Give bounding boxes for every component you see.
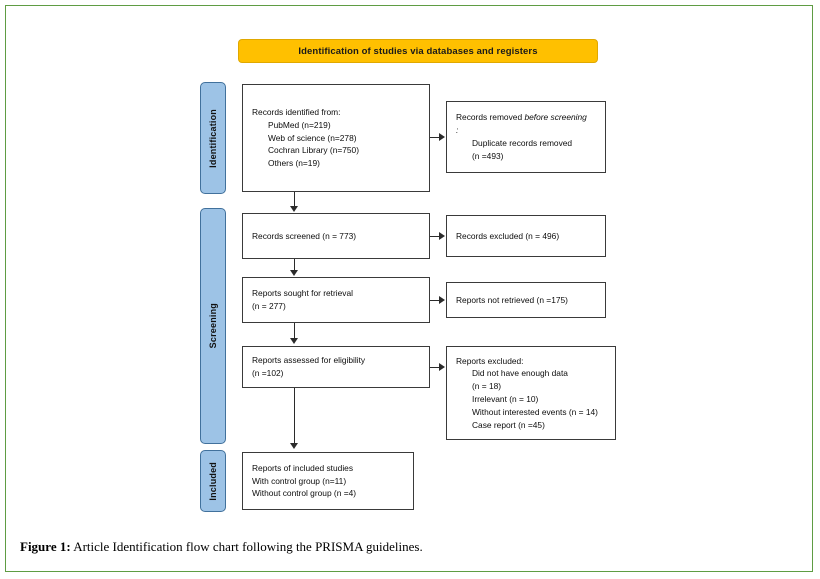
records-identified-item-cochran: Cochran Library (n=750)	[268, 145, 360, 156]
arrowhead-identified-to-screened	[290, 206, 298, 212]
arrowhead-screened-to-excluded	[439, 232, 445, 240]
box-reports-assessed: Reports assessed for eligibility (n =102…	[242, 346, 430, 388]
records-removed-title: Records removed before screening	[456, 111, 596, 124]
arrowhead-assessed-to-excluded-reasons	[439, 363, 445, 371]
page-frame: Identification of studies via databases …	[5, 5, 813, 572]
reports-included-line1: Reports of included studies	[252, 462, 354, 473]
records-removed-title-italic: before screening	[524, 112, 587, 123]
stage-tab-included-label: Included	[208, 461, 218, 501]
stage-tab-included: Included	[200, 450, 226, 512]
records-removed-item-duplicate: Duplicate records removed	[472, 138, 573, 148]
records-removed-title-colon: :	[456, 125, 459, 136]
arrowhead-sought-to-not-retrieved	[439, 296, 445, 304]
stage-tab-identification: Identification	[200, 82, 226, 194]
connector-screened-to-excluded	[430, 236, 440, 238]
connector-identified-to-removed	[430, 137, 440, 139]
figure-caption: Figure 1: Article Identification flow ch…	[20, 539, 800, 555]
box-reports-included: Reports of included studies With control…	[242, 452, 414, 510]
records-identified-item-webofscience: Web of science (n=278)	[268, 132, 357, 143]
reports-excluded-reason-nointerestedevents: Without interested events (n = 14)	[472, 406, 598, 417]
banner-label: Identification of studies via databases …	[298, 45, 538, 57]
records-removed-title-plain: Records removed	[456, 112, 525, 123]
records-excluded-text: Records excluded (n = 496)	[456, 230, 560, 241]
records-removed-item-count: (n =493)	[472, 150, 504, 161]
connector-assessed-to-included	[294, 388, 296, 444]
reports-not-retrieved-text: Reports not retrieved (n =175)	[456, 294, 568, 305]
records-identified-item-pubmed: PubMed (n=219)	[268, 119, 331, 130]
reports-excluded-reason-casereport: Case report (n =45)	[472, 419, 545, 430]
reports-included-line3: Without control group (n =4)	[252, 488, 357, 499]
prisma-flow-diagram: Identification of studies via databases …	[6, 6, 814, 526]
reports-assessed-line1: Reports assessed for eligibility	[252, 355, 366, 366]
box-records-screened: Records screened (n = 773)	[242, 213, 430, 259]
reports-excluded-title: Reports excluded:	[456, 355, 524, 366]
box-records-identified: Records identified from: PubMed (n=219) …	[242, 84, 430, 192]
records-identified-item-others: Others (n=19)	[268, 158, 320, 169]
records-screened-text: Records screened (n = 773)	[252, 230, 357, 241]
identification-banner: Identification of studies via databases …	[238, 39, 598, 63]
box-records-excluded: Records excluded (n = 496)	[446, 215, 606, 257]
arrowhead-sought-to-assessed	[290, 338, 298, 344]
reports-excluded-reason-notenoughdata-count: (n = 18)	[472, 381, 502, 392]
box-records-removed: Records removed before screening : Dupli…	[446, 101, 606, 173]
reports-excluded-reason-irrelevant: Irrelevant (n = 10)	[472, 394, 539, 404]
figure-caption-text: Article Identification flow chart follow…	[70, 539, 423, 554]
connector-identified-to-screened	[294, 192, 296, 207]
stage-tab-screening: Screening	[200, 208, 226, 444]
stage-tab-screening-label: Screening	[208, 303, 218, 349]
box-reports-excluded-reasons: Reports excluded: Did not have enough da…	[446, 346, 616, 440]
connector-assessed-to-excluded-reasons	[430, 367, 440, 369]
reports-sought-line1: Reports sought for retrieval	[252, 288, 354, 299]
arrowhead-screened-to-sought	[290, 270, 298, 276]
figure-caption-label: Figure 1:	[20, 539, 71, 554]
reports-included-line2: With control group (n=11)	[252, 475, 347, 486]
stage-tab-identification-label: Identification	[208, 108, 218, 168]
arrowhead-identified-to-removed	[439, 133, 445, 141]
connector-sought-to-not-retrieved	[430, 300, 440, 302]
connector-sought-to-assessed	[294, 323, 296, 339]
box-reports-not-retrieved: Reports not retrieved (n =175)	[446, 282, 606, 318]
reports-excluded-reason-notenoughdata: Did not have enough data	[472, 368, 568, 379]
reports-sought-line2: (n = 277)	[252, 301, 286, 311]
connector-screened-to-sought	[294, 259, 296, 271]
reports-assessed-line2: (n =102)	[252, 368, 284, 378]
box-reports-sought: Reports sought for retrieval (n = 277)	[242, 277, 430, 323]
arrowhead-assessed-to-included	[290, 443, 298, 449]
records-identified-title: Records identified from:	[252, 107, 341, 118]
